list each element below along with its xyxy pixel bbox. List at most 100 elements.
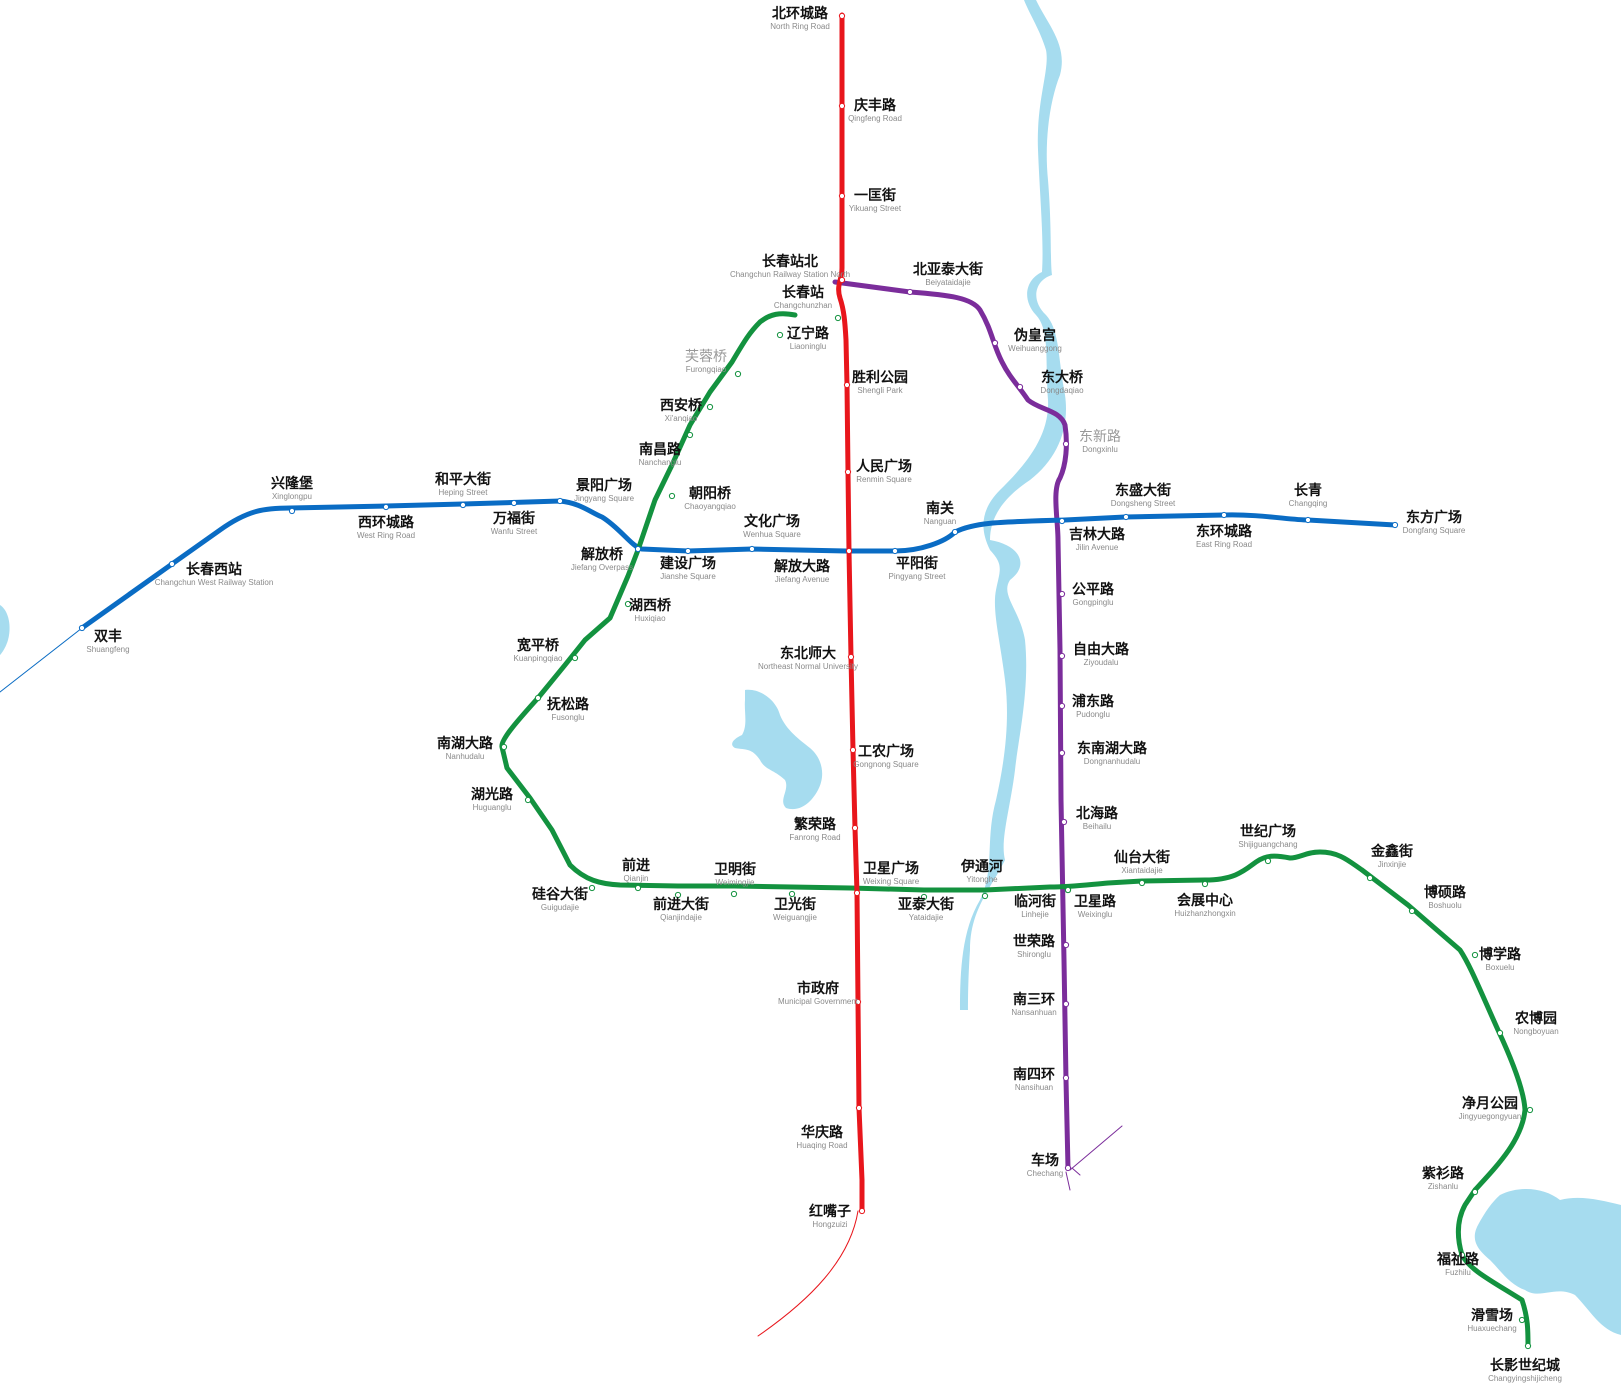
station-dot[interactable] [1062, 941, 1070, 949]
station-dot[interactable] [382, 503, 390, 511]
station-dot[interactable] [168, 560, 176, 568]
station-dot[interactable] [288, 507, 296, 515]
station-dot[interactable] [1062, 440, 1070, 448]
station-dot[interactable] [684, 547, 692, 555]
station-dot[interactable] [534, 694, 542, 702]
station-dot[interactable] [991, 339, 999, 347]
station-dot[interactable] [748, 545, 756, 553]
station-dot[interactable] [1471, 1188, 1479, 1196]
station-dot[interactable] [1201, 880, 1209, 888]
station-dot[interactable] [1064, 1164, 1072, 1172]
station-dot[interactable] [920, 893, 928, 901]
station-dot[interactable] [1062, 1000, 1070, 1008]
station-dot[interactable] [858, 1207, 866, 1215]
station-dot[interactable] [556, 497, 564, 505]
station-dot[interactable] [776, 331, 784, 339]
station-dot[interactable] [845, 547, 853, 555]
station-dot[interactable] [524, 796, 532, 804]
station-dot[interactable] [1122, 513, 1130, 521]
station-dot[interactable] [510, 499, 518, 507]
station-dot[interactable] [734, 370, 742, 378]
station-dot[interactable] [844, 468, 852, 476]
station-dot[interactable] [686, 431, 694, 439]
station-dot[interactable] [1058, 702, 1066, 710]
station-dot[interactable] [1058, 517, 1066, 525]
station-dot[interactable] [1496, 1029, 1504, 1037]
station-dot[interactable] [855, 1104, 863, 1112]
station-dot[interactable] [634, 545, 642, 553]
station-dot[interactable] [1064, 886, 1072, 894]
station-dot[interactable] [854, 998, 862, 1006]
station-dot[interactable] [853, 889, 861, 897]
station-dot[interactable] [634, 884, 642, 892]
station-dot[interactable] [838, 102, 846, 110]
station-dot[interactable] [847, 653, 855, 661]
station-dot[interactable] [849, 746, 857, 754]
station-dot[interactable] [459, 501, 467, 509]
station-dot[interactable] [788, 890, 796, 898]
station-dot[interactable] [891, 547, 899, 555]
station-dot[interactable] [706, 403, 714, 411]
station-dot[interactable] [1458, 1251, 1466, 1259]
station-dot[interactable] [1518, 1316, 1526, 1324]
station-dot[interactable] [1058, 652, 1066, 660]
station-dot[interactable] [1220, 511, 1228, 519]
station-dot[interactable] [1524, 1342, 1532, 1350]
station-dot[interactable] [1526, 1106, 1534, 1114]
station-dot[interactable] [1408, 907, 1416, 915]
